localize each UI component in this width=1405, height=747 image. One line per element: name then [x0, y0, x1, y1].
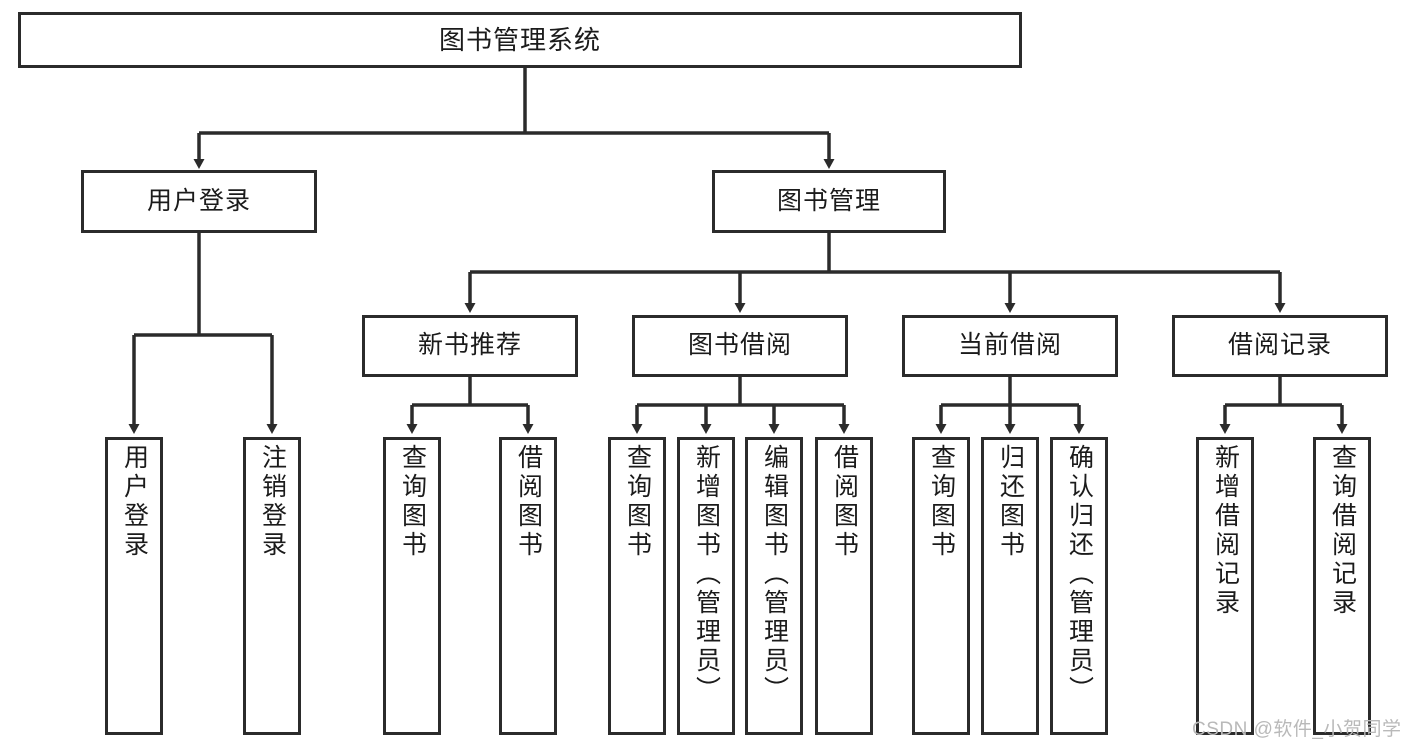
leaf-label: 归还图书 — [996, 444, 1025, 560]
leaf-current-return-book[interactable]: 归还图书 — [981, 437, 1039, 735]
leaf-borrow-borrow-book[interactable]: 借阅图书 — [815, 437, 873, 735]
leaf-label: 查询图书 — [623, 444, 652, 560]
leaf-label: 用户登录 — [120, 444, 149, 560]
leaf-borrow-edit-book-admin[interactable]: 编辑图书（管理员） — [745, 437, 803, 735]
leaf-label: 确认归还（管理员） — [1065, 444, 1094, 705]
leaf-user-login-logout[interactable]: 注销登录 — [243, 437, 301, 735]
leaf-label: 编辑图书（管理员） — [760, 444, 789, 705]
node-user-login-label: 用户登录 — [146, 186, 251, 215]
node-book-borrow-label: 图书借阅 — [687, 331, 792, 360]
leaf-new-book-query[interactable]: 查询图书 — [383, 437, 441, 735]
node-current-borrow[interactable]: 当前借阅 — [902, 315, 1118, 377]
node-root-label: 图书管理系统 — [438, 24, 601, 55]
leaf-label: 借阅图书 — [830, 444, 859, 560]
leaf-label: 借阅图书 — [514, 444, 543, 560]
leaf-new-book-borrow[interactable]: 借阅图书 — [499, 437, 557, 735]
node-new-book-recommend-label: 新书推荐 — [417, 331, 522, 360]
leaf-label: 查询借阅记录 — [1328, 444, 1357, 618]
leaf-borrow-add-book-admin[interactable]: 新增图书（管理员） — [677, 437, 735, 735]
leaf-label: 新增借阅记录 — [1211, 444, 1240, 618]
node-root[interactable]: 图书管理系统 — [18, 12, 1022, 68]
node-book-management-label: 图书管理 — [776, 186, 881, 215]
node-borrow-record[interactable]: 借阅记录 — [1172, 315, 1388, 377]
csdn-watermark: CSDN @软件_小贺同学 — [1192, 719, 1402, 740]
node-book-management[interactable]: 图书管理 — [712, 170, 946, 233]
leaf-current-confirm-return-admin[interactable]: 确认归还（管理员） — [1050, 437, 1108, 735]
node-borrow-record-label: 借阅记录 — [1227, 331, 1332, 360]
leaf-label: 新增图书（管理员） — [692, 444, 721, 705]
leaf-record-add-record[interactable]: 新增借阅记录 — [1196, 437, 1254, 735]
leaf-user-login-login[interactable]: 用户登录 — [105, 437, 163, 735]
leaf-label: 注销登录 — [258, 444, 287, 560]
node-user-login[interactable]: 用户登录 — [81, 170, 317, 233]
node-new-book-recommend[interactable]: 新书推荐 — [362, 315, 578, 377]
leaf-record-query-record[interactable]: 查询借阅记录 — [1313, 437, 1371, 735]
leaf-label: 查询图书 — [927, 444, 956, 560]
leaf-current-query-book[interactable]: 查询图书 — [912, 437, 970, 735]
leaf-label: 查询图书 — [398, 444, 427, 560]
node-book-borrow[interactable]: 图书借阅 — [632, 315, 848, 377]
leaf-borrow-query-book[interactable]: 查询图书 — [608, 437, 666, 735]
node-current-borrow-label: 当前借阅 — [957, 331, 1062, 360]
